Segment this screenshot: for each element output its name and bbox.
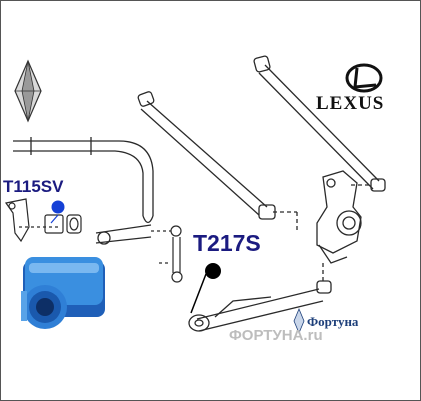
knuckle-hub	[316, 170, 362, 264]
stabilizer-bar	[13, 137, 154, 245]
diamond-logo-icon	[14, 59, 42, 123]
bushing-photo	[21, 257, 105, 329]
marker-blue-dot	[51, 200, 65, 214]
site-watermark: ФОРТУНА.ru	[229, 327, 323, 344]
stabilizer-link	[151, 225, 183, 283]
part-code-t217s: T217S	[193, 230, 261, 256]
part-code-t115sv: T115SV	[3, 177, 64, 196]
lower-control-arm	[188, 263, 332, 332]
fortuna-diamond-icon	[293, 307, 305, 335]
leader-line-t217	[190, 273, 207, 314]
lexus-wordmark: LEXUS	[316, 93, 385, 114]
fortuna-wordmark: Фортуна	[307, 314, 359, 329]
leader-line-t115	[50, 214, 59, 224]
upper-control-arms	[137, 55, 386, 231]
bushing-bracket	[4, 198, 82, 243]
marker-black-dot	[205, 263, 221, 279]
lexus-emblem-icon	[345, 63, 383, 93]
